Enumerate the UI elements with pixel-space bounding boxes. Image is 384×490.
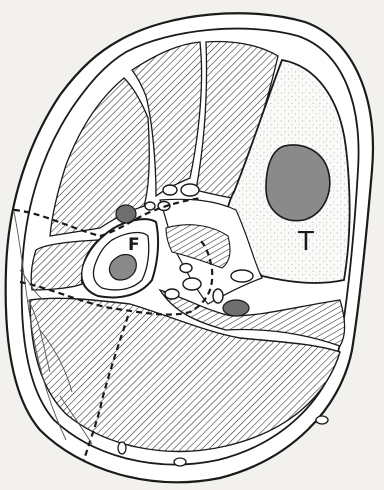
fibula-label: F: [128, 235, 140, 255]
tibia-marrow: [266, 145, 330, 221]
superficial-vein-3: [316, 416, 328, 424]
superficial-vein-2: [174, 458, 186, 466]
vessel-oval-3: [163, 185, 177, 195]
vessel-oval-5: [180, 264, 192, 273]
posterior-tibial-vessel: [223, 300, 249, 316]
vessel-oval-8: [213, 289, 223, 303]
vessel-oval-6: [183, 278, 201, 290]
tibia-label: T: [297, 227, 314, 257]
vessel-oval-9: [231, 270, 253, 282]
vessel-oval-4: [181, 184, 199, 196]
superficial-vein-1: [118, 442, 126, 454]
vessel-oval-1: [145, 202, 155, 210]
anterior-tibial-vessel: [116, 205, 136, 223]
vessel-oval-7: [165, 289, 179, 299]
